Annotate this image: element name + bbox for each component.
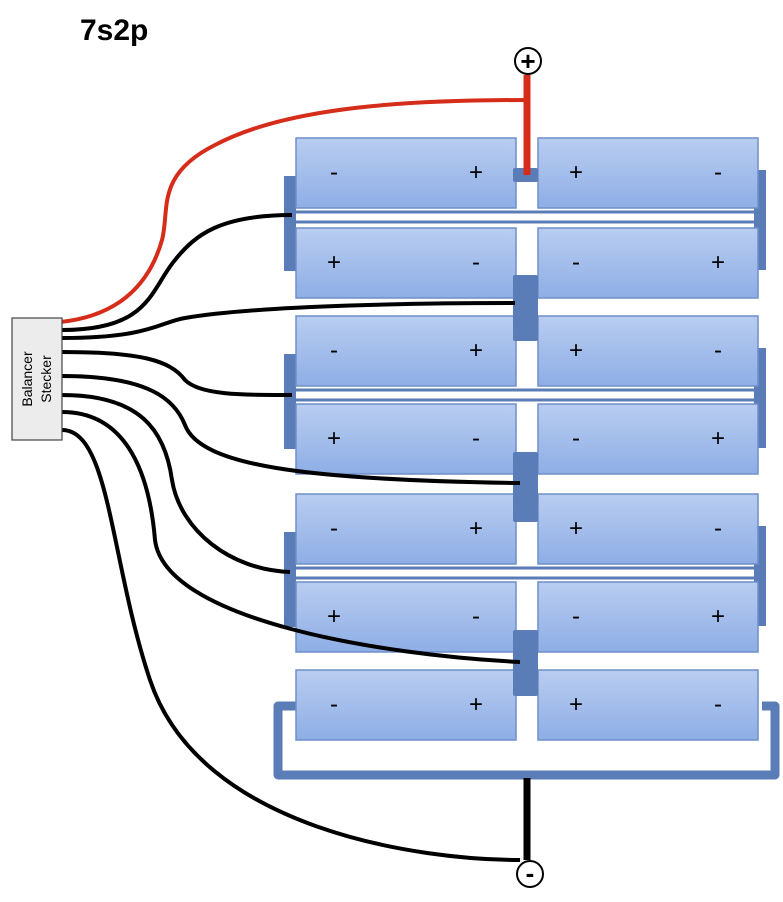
cell-terminal-left: + xyxy=(569,337,583,364)
cell-terminal-right: + xyxy=(469,337,483,364)
parallel-bar-3 xyxy=(290,566,760,580)
negative-terminal-symbol: - xyxy=(526,858,535,888)
cell-terminal-right: + xyxy=(711,249,725,276)
cell-terminal-right: - xyxy=(714,515,722,542)
end-plate-left-1 xyxy=(284,176,296,271)
cell-body xyxy=(295,403,517,475)
cell-left-1: -+ xyxy=(295,137,517,209)
cell-terminal-right: + xyxy=(469,159,483,186)
cell-terminal-left: - xyxy=(330,337,338,364)
end-plate-left-3 xyxy=(284,532,296,627)
cell-terminal-left: + xyxy=(327,603,341,630)
negative-terminal: - xyxy=(516,858,544,888)
positive-wire xyxy=(59,75,531,324)
cell-terminal-left: - xyxy=(330,515,338,542)
series-connectors xyxy=(513,168,538,696)
cell-body xyxy=(295,137,517,209)
cell-body xyxy=(537,581,759,653)
cell-terminal-right: - xyxy=(472,603,480,630)
cell-terminal-left: - xyxy=(572,249,580,276)
parallel-bar-2 xyxy=(290,388,760,402)
balance-wire-1 xyxy=(61,213,293,332)
cell-right-5: +- xyxy=(537,493,759,565)
cell-terminal-right: - xyxy=(472,425,480,452)
cell-left-6: +- xyxy=(295,581,517,653)
cell-body xyxy=(537,669,759,741)
balance-wire-2 xyxy=(61,301,516,340)
balance-wires xyxy=(61,213,521,862)
balance-wire-3 xyxy=(61,350,293,397)
parallel-bar-1 xyxy=(290,210,760,224)
cell-terminal-right: - xyxy=(472,249,480,276)
balance-wire-7 xyxy=(61,428,521,862)
cell-right-3: +- xyxy=(537,315,759,387)
diagram-title: 7s2p xyxy=(80,14,149,47)
cell-right-7: +- xyxy=(537,669,759,741)
cell-terminal-right: + xyxy=(711,425,725,452)
cell-grid: -++-+--+-++-+--+-++-+--+-++- xyxy=(295,137,759,741)
cell-terminal-right: - xyxy=(714,337,722,364)
cell-body xyxy=(295,493,517,565)
cell-right-2: -+ xyxy=(537,227,759,299)
positive-terminal-symbol: + xyxy=(520,46,535,76)
cell-terminal-left: - xyxy=(572,425,580,452)
cell-body xyxy=(537,493,759,565)
cell-terminal-left: - xyxy=(572,603,580,630)
cell-right-4: -+ xyxy=(537,403,759,475)
cell-body xyxy=(537,403,759,475)
positive-terminal: + xyxy=(514,46,542,76)
cell-right-6: -+ xyxy=(537,581,759,653)
balancer-label: Balancer xyxy=(19,351,35,407)
cell-body xyxy=(537,315,759,387)
cell-right-1: +- xyxy=(537,137,759,209)
end-plate-left-2 xyxy=(284,354,296,449)
cell-body xyxy=(295,315,517,387)
cell-body xyxy=(295,669,517,741)
cell-terminal-left: + xyxy=(327,425,341,452)
cell-terminal-right: + xyxy=(469,691,483,718)
series-link-3 xyxy=(513,452,538,522)
cell-terminal-right: + xyxy=(469,515,483,542)
balance-wire-6 xyxy=(61,410,521,664)
cell-body xyxy=(537,227,759,299)
cell-terminal-right: - xyxy=(714,691,722,718)
bottom-bus-bar xyxy=(273,701,780,780)
cell-body xyxy=(295,227,517,299)
cell-terminal-left: - xyxy=(330,159,338,186)
cell-terminal-left: + xyxy=(327,249,341,276)
cell-terminal-left: + xyxy=(569,515,583,542)
cell-left-3: -+ xyxy=(295,315,517,387)
cell-terminal-left: + xyxy=(569,159,583,186)
balance-wire-5 xyxy=(61,393,291,574)
cell-left-5: -+ xyxy=(295,493,517,565)
series-link-4 xyxy=(513,630,538,696)
cell-left-2: +- xyxy=(295,227,517,299)
balancer-plug: Balancer Stecker xyxy=(11,317,63,441)
cell-terminal-right: - xyxy=(714,159,722,186)
series-link-2 xyxy=(513,275,538,341)
cell-left-7: -+ xyxy=(295,669,517,741)
cell-terminal-left: + xyxy=(569,691,583,718)
cell-terminal-left: - xyxy=(330,691,338,718)
stecker-label: Stecker xyxy=(38,355,54,403)
cell-left-4: +- xyxy=(295,403,517,475)
cell-body xyxy=(537,137,759,209)
balance-wire-4 xyxy=(61,374,521,485)
cell-terminal-right: + xyxy=(711,603,725,630)
